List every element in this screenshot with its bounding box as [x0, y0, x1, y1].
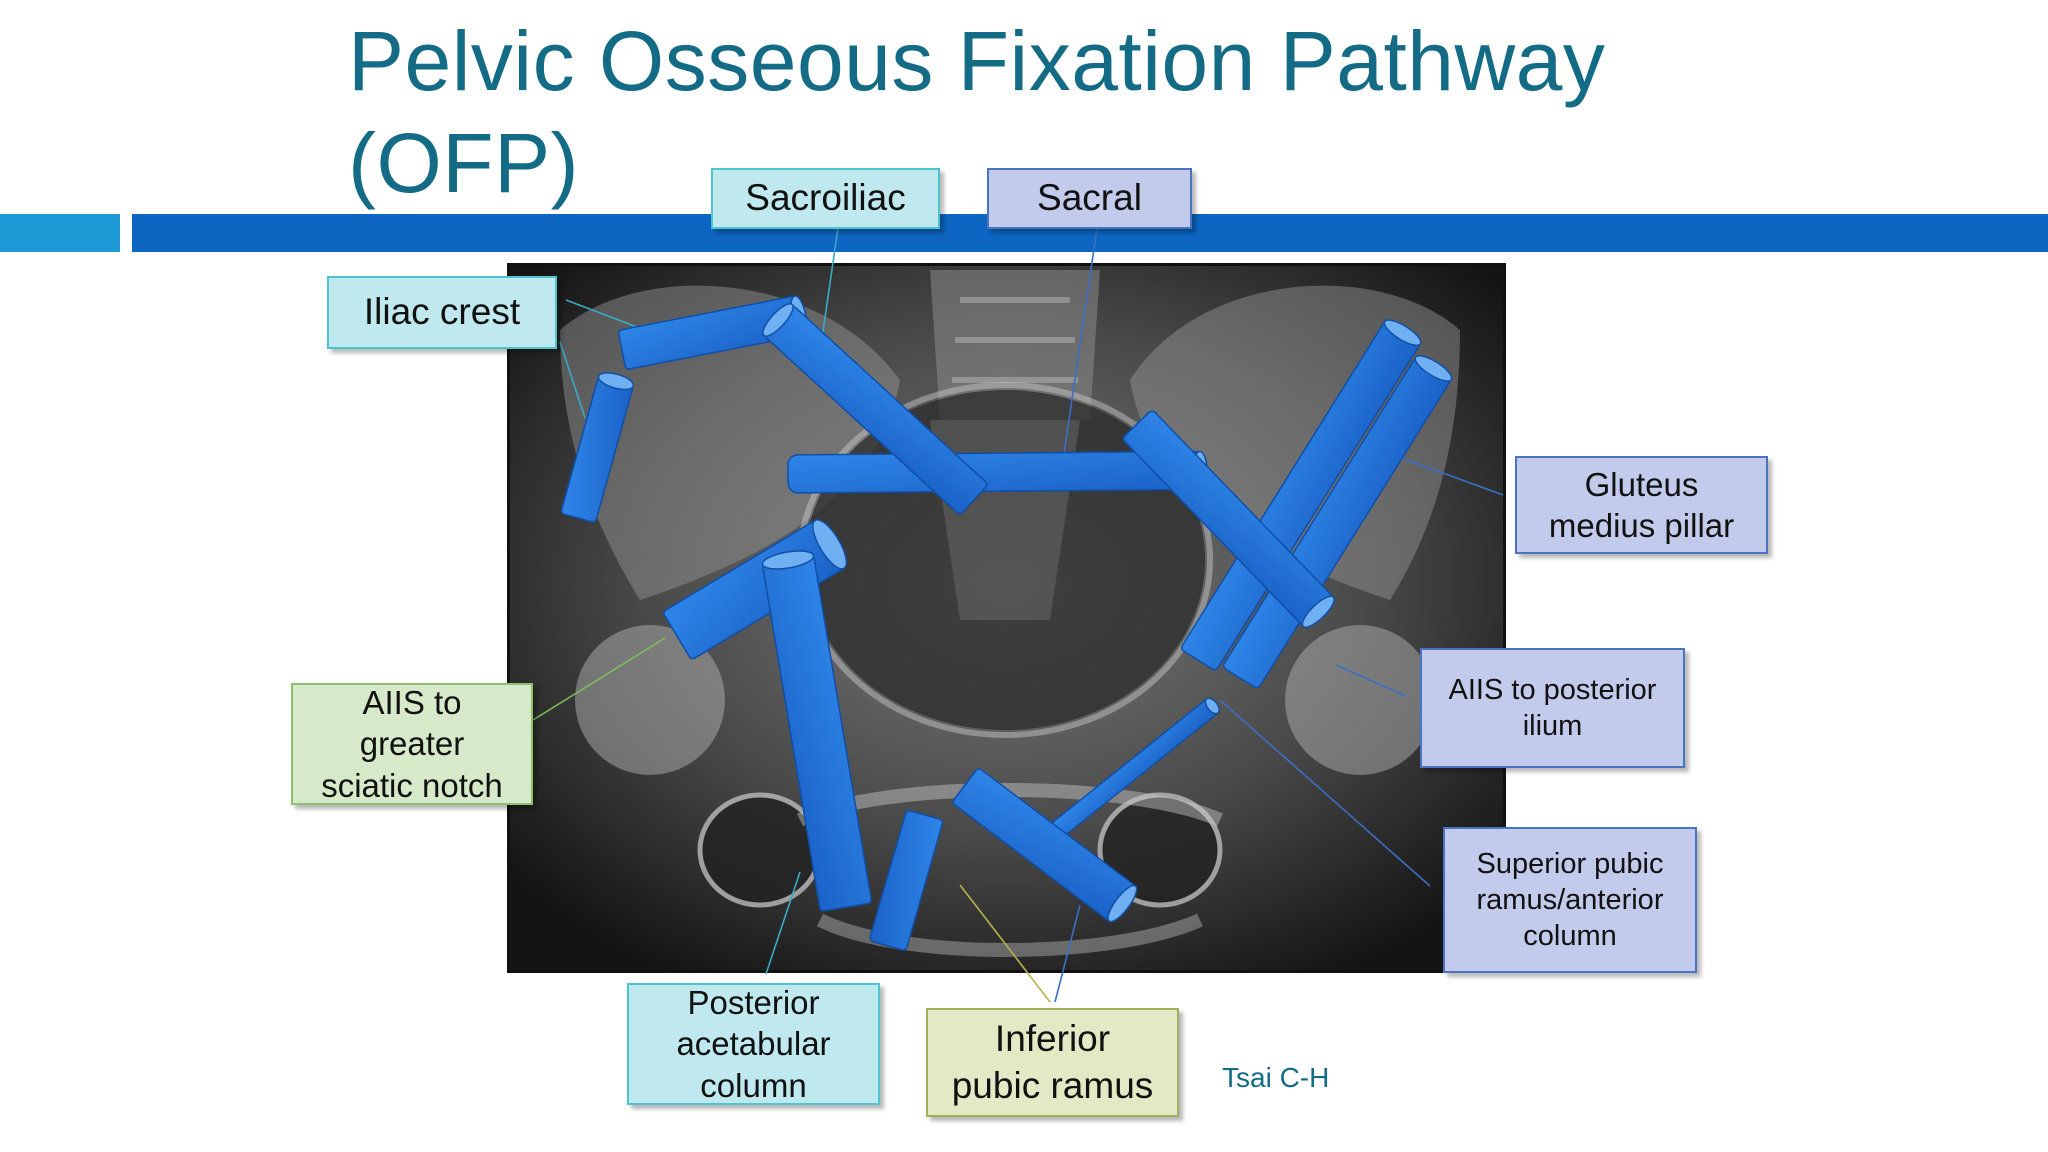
leader-posterior-acetabular-column — [765, 871, 801, 975]
label-iliac-crest: Iliac crest — [327, 276, 557, 349]
label-aiis-to-posterior-ilium: AIIS to posterior ilium — [1420, 648, 1685, 768]
label-aiis-to-greater-sciatic-notch: AIIS to greater sciatic notch — [291, 683, 533, 805]
label-sacroiliac: Sacroiliac — [711, 168, 940, 229]
slide-title: Pelvic Osseous Fixation Pathway (OFP) — [348, 14, 1606, 210]
label-superior-pubic-ramus: Superior pubic ramus/anterior column — [1443, 827, 1697, 973]
screw-superior-pubic-ramus — [1044, 697, 1220, 843]
screw-gluteus-medius-pillar-2 — [1222, 355, 1453, 689]
label-posterior-acetabular-column: Posterior acetabular column — [627, 983, 880, 1105]
screw-sacroiliac — [762, 303, 988, 515]
screw-inferior-pubic-ramus-long — [952, 768, 1138, 923]
label-sacral: Sacral — [987, 168, 1192, 229]
screw-posterior-acetabular-column — [761, 550, 872, 912]
leader-superior-pubic-ramus — [1219, 699, 1431, 887]
screw-gluteus-medius-pillar-1 — [1180, 319, 1422, 671]
leader-iliac-crest-b — [559, 341, 586, 419]
leader-iliac-crest-a — [565, 299, 646, 331]
header-accent-bar-left — [0, 214, 120, 252]
leader-aiis-to-posterior-ilium — [1335, 664, 1407, 697]
leader-inferior-pubic-ramus-a — [959, 884, 1051, 1003]
leader-inferior-pubic-ramus-b — [1054, 904, 1081, 1003]
leader-aiis-to-greater-sciatic-notch — [532, 637, 666, 721]
label-inferior-pubic-ramus: Inferior pubic ramus — [926, 1008, 1179, 1117]
label-gluteus-medius-pillar: Gluteus medius pillar — [1515, 456, 1768, 554]
screw-inferior-pubic-ramus-short — [869, 809, 944, 951]
leader-sacroiliac — [819, 227, 839, 353]
screw-aiis-to-posterior-ilium — [1122, 410, 1335, 628]
image-credit: Tsai C-H — [1222, 1062, 1330, 1093]
screw-iliac-crest-lower — [560, 372, 635, 523]
leader-sacral — [1063, 227, 1098, 455]
